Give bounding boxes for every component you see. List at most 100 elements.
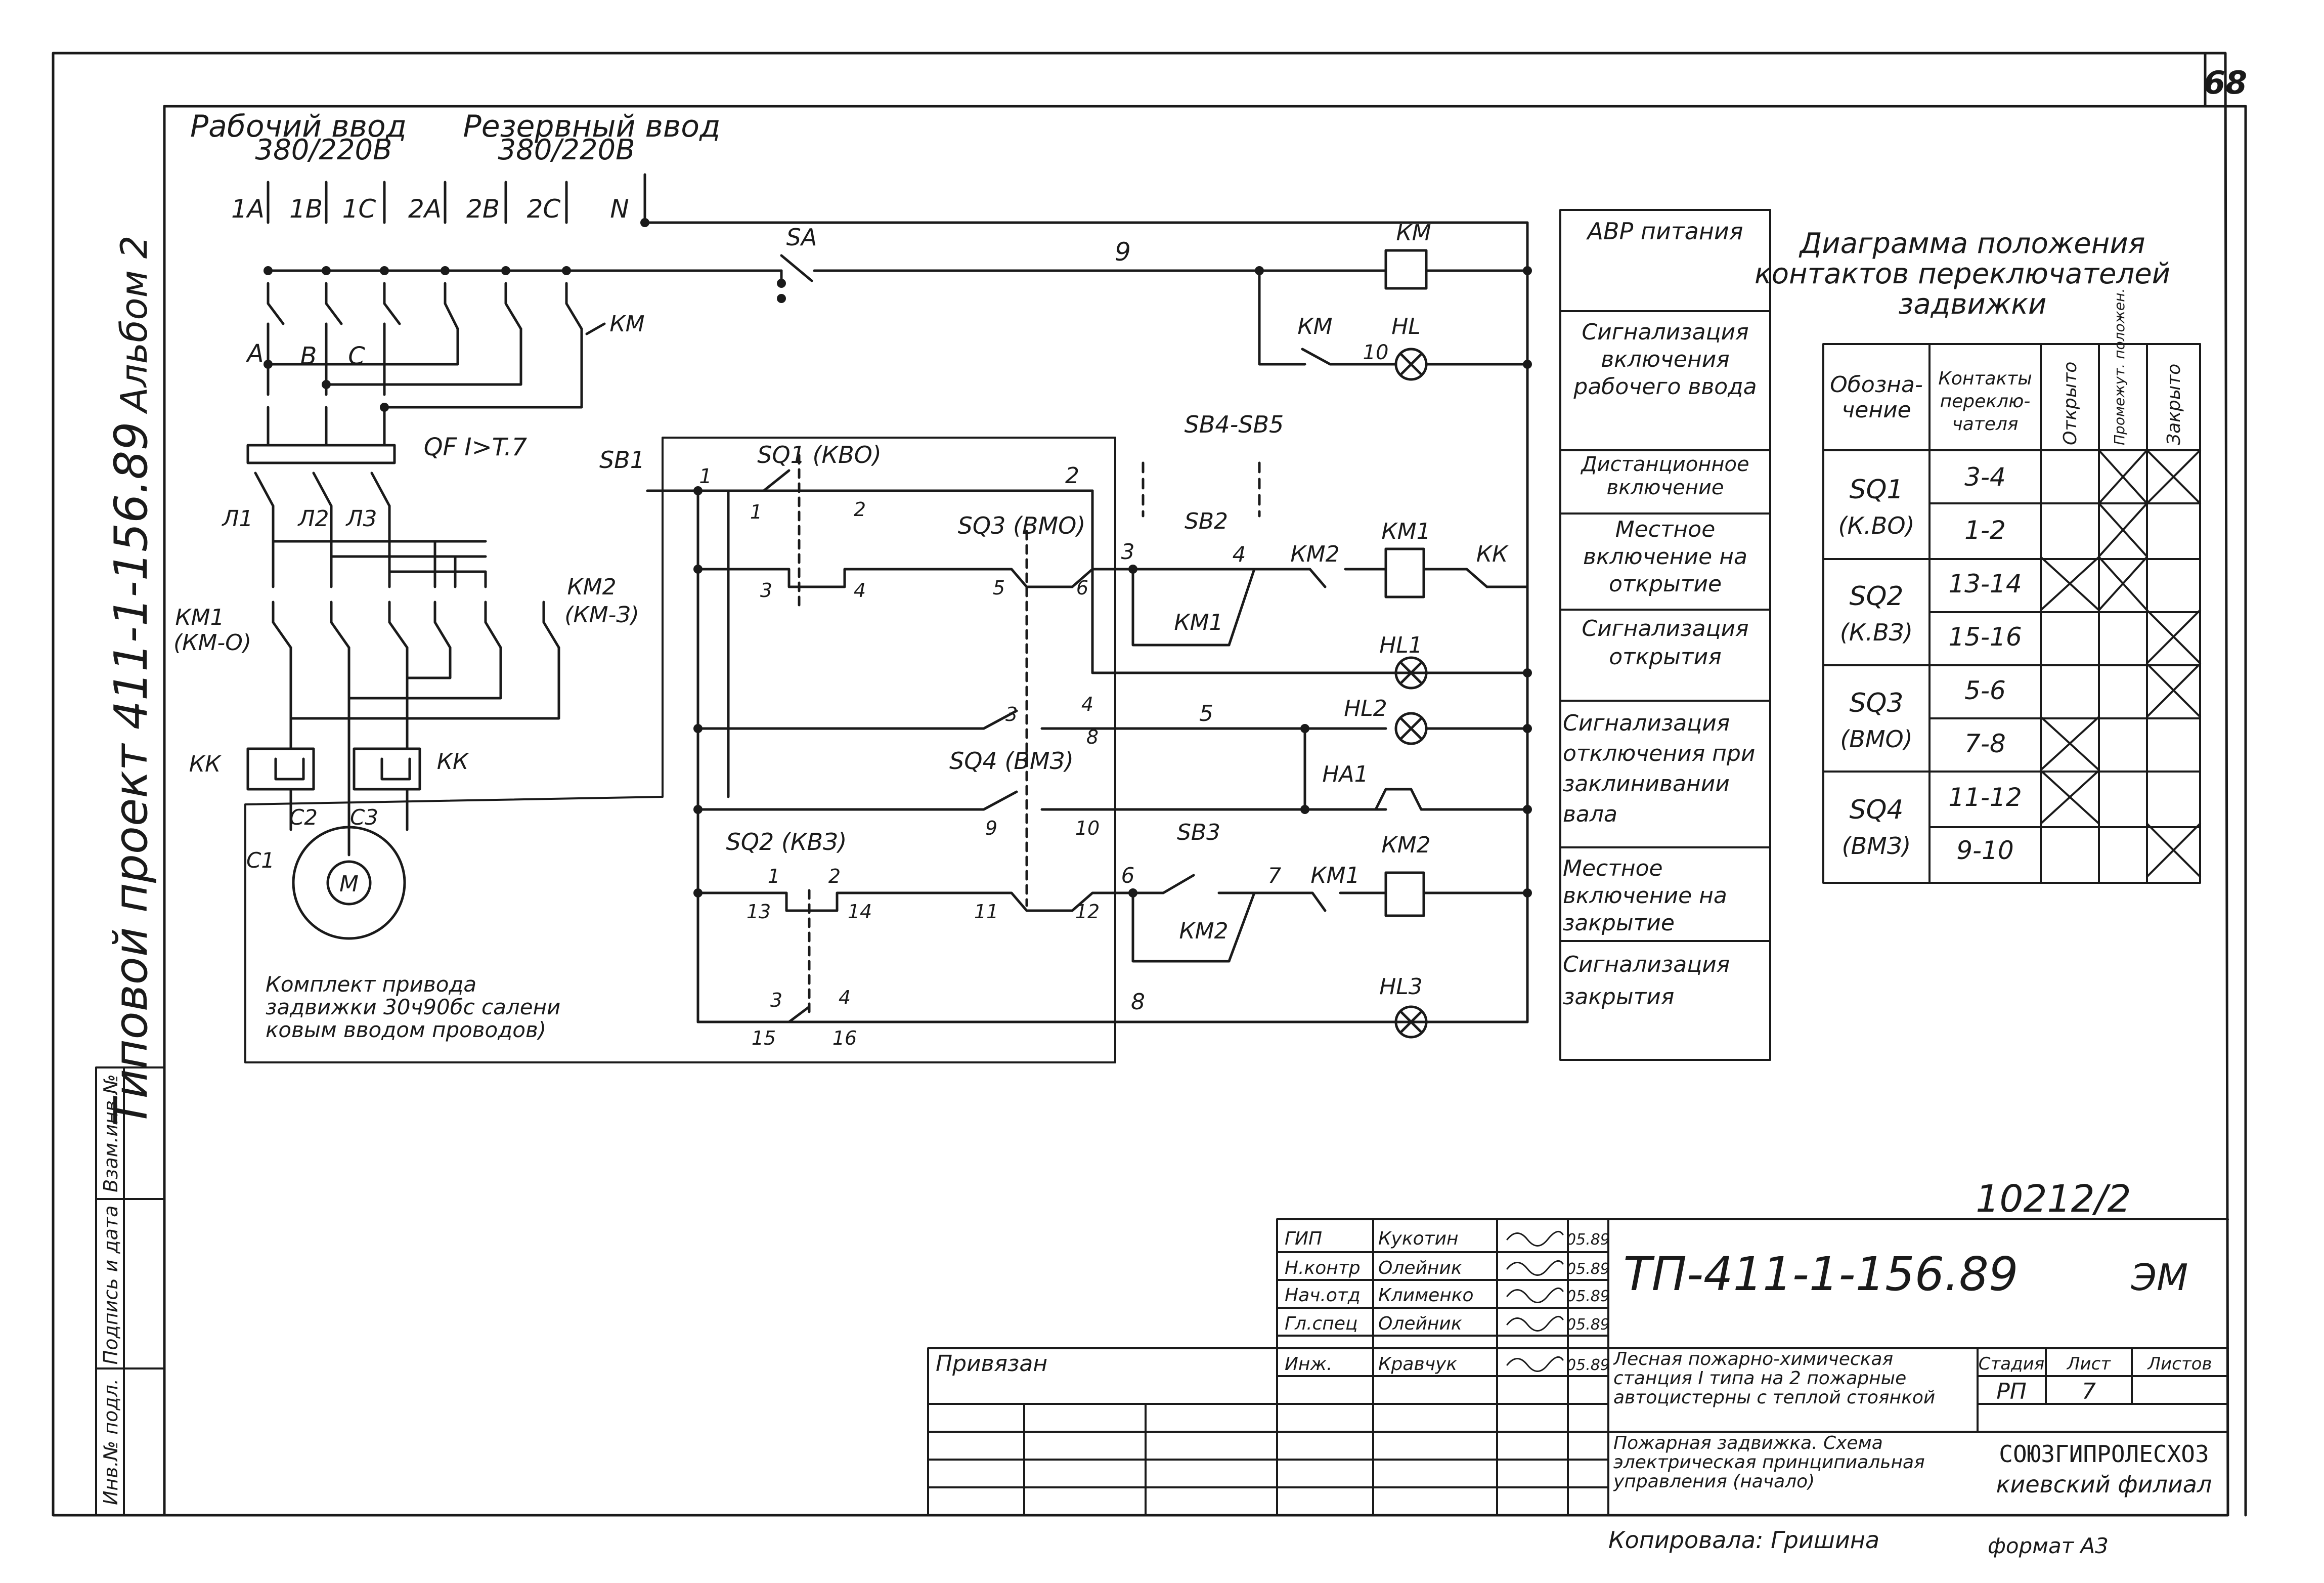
signature-name: Олейник: [1378, 1313, 1462, 1334]
sb3-label: SB3: [1177, 820, 1220, 845]
control-junctions: [693, 266, 1532, 897]
legend-open-signal: Сигнализация открытия: [1582, 616, 1749, 670]
stamp-cell-inventory: Инв.№ подл.: [100, 1379, 122, 1505]
motor-label: М: [339, 871, 359, 897]
kit-note-2: задвижки 30ч90бс салени: [266, 995, 560, 1019]
diagram-title-1: Диаграмма положения: [1799, 227, 2145, 260]
stamp-cell-replace: Взам.инв.№: [100, 1074, 122, 1192]
header-closed: Закрыто: [2164, 364, 2184, 445]
project-label: Типовой проект 411-1-156.89: [105, 421, 158, 1126]
signature-name: Кравчук: [1378, 1354, 1457, 1375]
kk-right-label: КК: [437, 749, 469, 775]
terminal-1: 1: [750, 501, 762, 523]
diagram-contact-pair: 1-2: [1964, 516, 2006, 545]
motor-lead-c3: С3: [350, 805, 378, 830]
legend-jam-signal: Сигнализация отключения при заклинивании…: [1563, 710, 1756, 827]
registration-number: 10212/2: [1976, 1177, 2131, 1221]
diagram-designation-sub: (ВМЗ): [1842, 832, 1911, 860]
terminal-8: 8: [1086, 726, 1099, 748]
diagram-designation: SQ3: [1849, 688, 1903, 718]
diagram-cross-mark: [2146, 823, 2201, 878]
terminal-9: 9: [985, 817, 997, 839]
terminal-10: 10: [1075, 817, 1100, 839]
organization-name: СОЮЗГИПРОЛЕСХОЗ: [1999, 1440, 2209, 1468]
legend-local-open: Местное включение на открытие: [1583, 517, 1747, 597]
header-contacts-2: переклю-: [1940, 391, 2031, 412]
terminal-14: 14: [848, 901, 872, 923]
hl2-label: HL2: [1344, 696, 1387, 721]
diagram-contact-pair: 5-6: [1964, 676, 2006, 705]
wire-1: 1: [699, 465, 712, 488]
km2-sub: (КМ-З): [564, 602, 639, 628]
stage-label: Стадия: [1979, 1354, 2044, 1374]
header-designation: Обозна-: [1830, 372, 1923, 398]
km-contact-control: КМ: [1297, 314, 1332, 339]
signature-scribble: [1506, 1230, 1564, 1247]
signature-date: 05.89: [1566, 1260, 1610, 1278]
terminal-16: 16: [832, 1027, 857, 1049]
actuator-kit-box: [244, 437, 1116, 1063]
signature-date: 05.89: [1566, 1231, 1610, 1249]
phase-1c: 1С: [342, 194, 376, 224]
terminal-1b: 1: [768, 865, 780, 887]
km2-coil-label: КМ2: [1381, 832, 1430, 858]
sq1-label: SQ1 (КВО): [757, 441, 882, 468]
signature-name: Олейник: [1378, 1258, 1462, 1278]
legend-texts: АВР питания Сигнализация включения рабоч…: [1563, 218, 1757, 1010]
diagram-contact-pair: 15-16: [1948, 622, 2022, 652]
signature-name: Клименко: [1378, 1285, 1474, 1306]
kk-contact-label: КК: [1476, 541, 1509, 567]
bus-b: В: [300, 342, 317, 370]
wire-6: 6: [1121, 863, 1135, 888]
diagram-contact-pair: 7-8: [1964, 729, 2006, 758]
diagram-cross-mark: [2040, 556, 2100, 611]
sa-label: SA: [786, 224, 817, 251]
terminal-4: 4: [854, 579, 866, 602]
diagram-designation: SQ2: [1849, 581, 1903, 612]
bus-a: А: [246, 339, 264, 368]
signature-scribble: [1506, 1356, 1564, 1372]
power-labels: А В С КМ QF I>T.7 Л1 Л2 Л3 КМ1 (КМ-О) КМ…: [173, 311, 645, 897]
terminal-15: 15: [752, 1027, 776, 1049]
wire-2: 2: [1065, 463, 1079, 489]
stamp-cell-signature: Подпись и дата: [100, 1206, 122, 1365]
line-l1: Л1: [221, 506, 253, 532]
phase-2a: 2А: [408, 194, 442, 224]
reserve-input-label: Резервный ввод: [463, 109, 721, 144]
power-terminals: [264, 218, 649, 412]
sq3-label: SQ3 (ВМО): [958, 512, 1086, 539]
binding-label: Привязан: [936, 1351, 1047, 1377]
bus-c: С: [348, 342, 365, 370]
diagram-contact-pair: 13-14: [1948, 569, 2022, 598]
diagram-title-2: контактов переключателей: [1755, 258, 2170, 290]
main-input-voltage: 380/220В: [255, 134, 392, 166]
legend-column: [1559, 209, 1771, 1061]
reserve-input-voltage: 380/220В: [498, 134, 635, 166]
sheet-frame: [52, 52, 2247, 1517]
terminal-2: 2: [854, 498, 866, 521]
page-number: 68: [2204, 64, 2247, 101]
diagram-designation-sub: (К.ВЗ): [1840, 619, 1913, 646]
motor-lead-c2: С2: [289, 805, 318, 830]
sheets-label: Листов: [2146, 1354, 2212, 1374]
position-diagram-rows: SQ1(К.ВО)3-41-2SQ2(К.ВЗ)13-1415-16SQ3(ВМ…: [1838, 449, 2201, 878]
legend-local-close: Местное включение на закрытие: [1563, 855, 1727, 936]
left-stamp: [95, 1066, 165, 1516]
control-wiring: [643, 221, 1529, 1039]
object-title: Лесная пожарно-химическая станция I типа…: [1613, 1350, 1936, 1408]
signature-scribble: [1506, 1260, 1564, 1276]
signature-role: Нач.отд: [1285, 1285, 1361, 1306]
diagram-contact-pair: 11-12: [1948, 783, 2022, 812]
phase-1b: 1В: [289, 194, 323, 224]
km-coil-label: КМ: [1396, 220, 1431, 246]
breaker-label: QF I>T.7: [424, 433, 528, 461]
km1-sub: (КМ-О): [173, 630, 251, 656]
copied-by: Копировала: Гришина: [1608, 1526, 1879, 1554]
header-contacts: Контакты: [1938, 368, 2032, 389]
sb2-label: SB2: [1185, 508, 1228, 534]
signature-role: Инж.: [1285, 1354, 1332, 1375]
position-diagram-headers: Обозна- чение Контакты переклю- чателя О…: [1830, 288, 2184, 445]
diagram-cross-mark: [2146, 449, 2201, 504]
signature-date: 05.89: [1566, 1316, 1610, 1334]
